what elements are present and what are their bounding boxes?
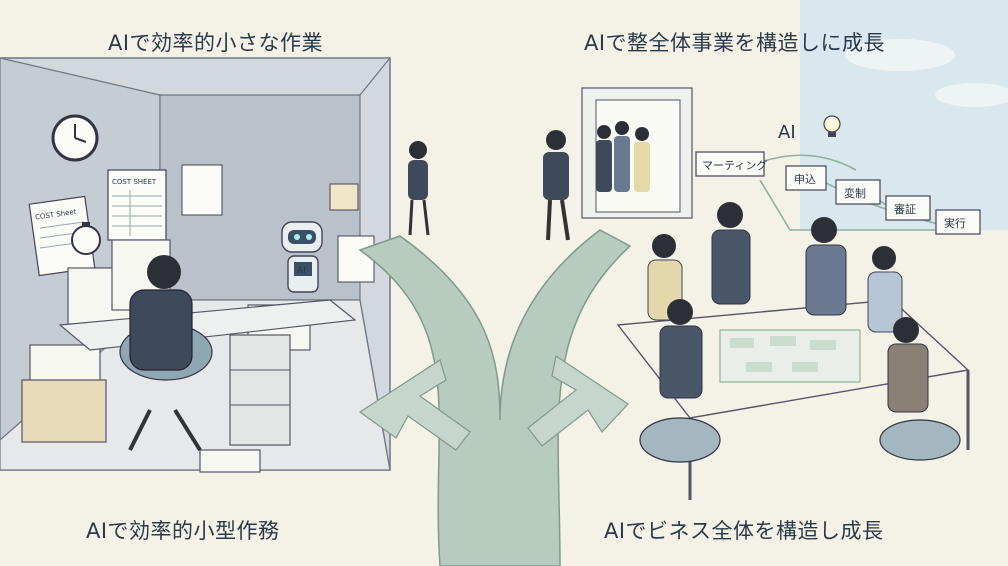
flow-box-verify: 審証 — [885, 195, 931, 221]
lightbulb-icon — [823, 115, 841, 137]
office-worker — [119, 255, 213, 452]
walking-woman — [408, 141, 430, 236]
cost-sheet-2-label: COST SHEET — [112, 178, 157, 186]
meeting-people — [639, 202, 961, 463]
ai-flow-diagram: AI マーティング 申込 変制 審証 実行 — [695, 115, 981, 235]
wall-notes — [181, 164, 375, 283]
robot-badge: AI — [297, 266, 306, 276]
flow-box-execute-label: 実行 — [944, 216, 966, 230]
ai-label: AI — [778, 122, 796, 143]
flow-box-change-label: 変制 — [844, 186, 866, 200]
doorway — [581, 87, 693, 219]
flow-box-verify-label: 審証 — [894, 202, 916, 216]
walking-man — [543, 130, 570, 241]
caption-top-right: AIで整全体事業を構造しに成長 — [584, 31, 886, 55]
cost-sheet-1: COST Sheet — [28, 195, 96, 277]
branching-path — [358, 229, 632, 566]
stopwatch — [71, 222, 101, 255]
flow-box-execute: 実行 — [935, 209, 981, 235]
ai-robot: AI — [281, 221, 323, 293]
flow-box-apply: 申込 — [785, 165, 827, 191]
flow-box-marketing: マーティング — [695, 151, 767, 177]
flow-box-marketing-label: マーティング — [702, 158, 767, 172]
sky-window — [800, 0, 1008, 230]
caption-bottom-right: AIでビネス全体を構造し成長 — [604, 519, 884, 543]
caption-bottom-left: AIで効率的小型作務 — [86, 519, 280, 543]
wall-clock — [51, 114, 99, 162]
cost-sheet-2: COST SHEET — [107, 169, 167, 241]
caption-top-left: AIで効率的小さな作業 — [108, 31, 324, 55]
flow-box-apply-label: 申込 — [794, 173, 816, 186]
flow-box-change: 変制 — [835, 179, 881, 205]
